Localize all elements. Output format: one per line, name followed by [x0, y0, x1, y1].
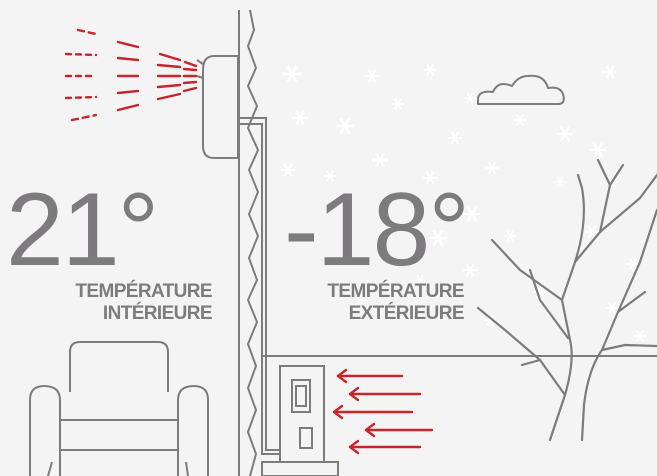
outdoor-unit: [262, 366, 338, 476]
snowflake-icon: [283, 66, 301, 82]
snowflake-icon: [514, 115, 527, 126]
outdoor-label-line2: EXTÉRIEURE: [327, 303, 464, 325]
cloud-icon: [478, 76, 564, 104]
outdoor-temperature: -18°: [284, 178, 468, 282]
outdoor-label-line1: TEMPÉRATURE: [327, 281, 464, 303]
indoor-label-line1: TEMPÉRATURE: [75, 281, 212, 303]
snowflake-icon: [555, 177, 566, 186]
outdoor-temperature-label: TEMPÉRATURE EXTÉRIEURE: [327, 281, 464, 325]
snowflake-icon: [448, 132, 462, 144]
bare-tree: [478, 160, 657, 440]
snowflake-icon: [504, 231, 517, 242]
snowflake-icon: [557, 127, 573, 141]
cold-air-intake: [334, 370, 432, 453]
snowflake-icon: [603, 66, 617, 78]
snowflake-icon: [292, 111, 308, 125]
indoor-wall-unit: [197, 56, 238, 158]
snowflake-icon: [606, 303, 619, 314]
house-wall: [239, 10, 258, 476]
indoor-temperature: 21°: [6, 178, 157, 282]
snowflake-icon: [424, 65, 437, 76]
snowflake-icon: [590, 143, 606, 157]
armchair: [30, 342, 208, 476]
snowflake-icon: [486, 163, 499, 174]
snowflake-icon: [465, 93, 476, 102]
snowflake-icon: [392, 99, 405, 110]
snowflake-icon: [365, 70, 379, 82]
snowflake-icon: [336, 118, 354, 134]
indoor-temperature-label: TEMPÉRATURE INTÉRIEURE: [75, 281, 212, 325]
indoor-label-line2: INTÉRIEURE: [75, 303, 212, 325]
snowflake-icon: [372, 153, 388, 167]
snowflake-icon: [634, 331, 647, 342]
warm-airflow: [66, 30, 196, 120]
